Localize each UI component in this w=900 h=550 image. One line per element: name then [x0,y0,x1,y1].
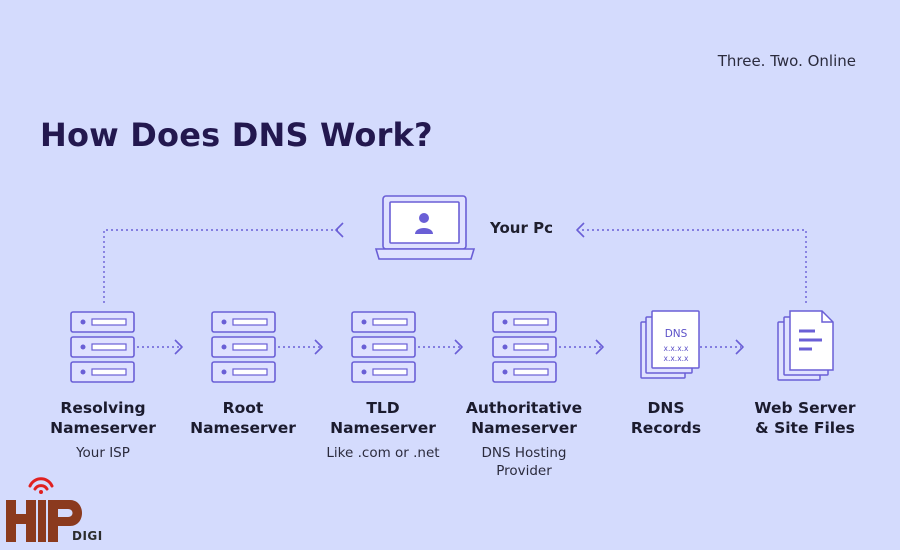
dns-records-icon: DNS x.x.x.x x.x.x.x [640,310,700,379]
hp-digi-logo [6,477,82,542]
node-sub-resolving: Your ISP [76,445,130,461]
chevron-right-icon [735,339,744,355]
node-sub-tld: Like .com or .net [326,445,440,461]
wifi-signal-icon [28,477,54,494]
dns-card-line1: x.x.x.x [664,344,689,353]
document-stack-icon [777,310,834,381]
server-icon-root [211,311,276,383]
connector-webserver-to-pc [580,229,807,303]
server-icon-resolving [70,311,135,383]
dns-card-line2: x.x.x.x [664,354,689,363]
node-title-web-server: Web Server& Site Files [754,399,856,437]
chevron-right-icon [314,339,323,355]
logo-mark [6,500,82,542]
connector-resolver-to-pc [103,229,340,303]
dns-card-label: DNS [665,328,688,340]
chevron-right-icon [174,339,183,355]
arrow-left-icon [335,222,344,238]
logo-text: DIGI [72,529,103,543]
arrowheads [174,222,744,355]
flow-connectors [103,229,807,348]
your-pc-label: Your Pc [490,219,553,237]
page-title: How Does DNS Work? [40,116,433,154]
tagline: Three. Two. Online [717,52,856,70]
laptop-user-icon [374,195,476,260]
server-icon-tld [351,311,416,383]
arrow-left-icon [576,222,585,238]
server-icon-authoritative [492,311,557,383]
chevron-right-icon [595,339,604,355]
chevron-right-icon [454,339,463,355]
